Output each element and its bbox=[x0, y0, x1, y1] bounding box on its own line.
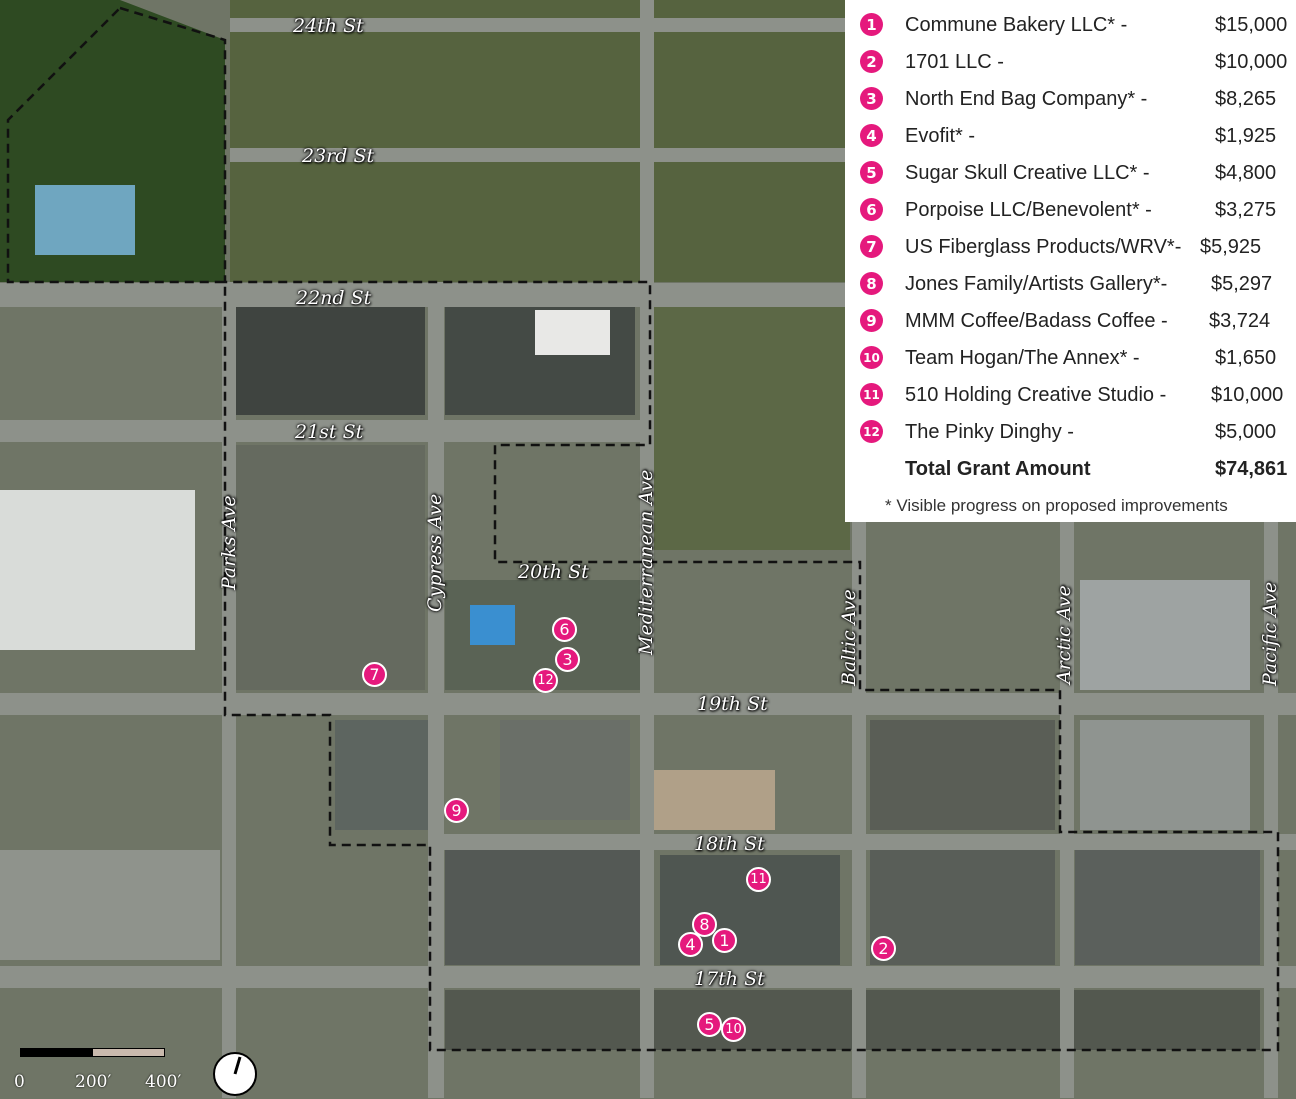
map-marker-7[interactable]: 7 bbox=[362, 662, 387, 687]
street-label-18th-st: 18th St bbox=[694, 833, 765, 855]
legend-row-3: 3 North End Bag Company* - $8,265 bbox=[845, 83, 1296, 117]
legend-grant-amount: $5,297 bbox=[1211, 273, 1273, 295]
north-arrow-icon bbox=[213, 1052, 257, 1096]
scale-label-200: 200′ bbox=[75, 1072, 112, 1092]
street-label-17th-st: 17th St bbox=[694, 968, 765, 990]
legend-number-badge: 10 bbox=[860, 346, 883, 369]
total-label: Total Grant Amount bbox=[905, 458, 1091, 480]
legend-business-name: 1701 LLC - bbox=[905, 51, 1004, 73]
grant-legend: 1 Commune Bakery LLC* - $15,000 2 1701 LLC … bbox=[845, 0, 1296, 522]
street-label-21st-st: 21st St bbox=[295, 421, 364, 443]
legend-grant-amount: $5,000 bbox=[1215, 421, 1277, 443]
map-marker-12[interactable]: 12 bbox=[533, 668, 558, 693]
map-marker-9[interactable]: 9 bbox=[444, 798, 469, 823]
legend-row-9: 9 MMM Coffee/Badass Coffee - $3,724 bbox=[845, 305, 1296, 339]
legend-business-name: Sugar Skull Creative LLC* - bbox=[905, 162, 1150, 184]
map-marker-4[interactable]: 4 bbox=[678, 932, 703, 957]
legend-number-badge: 7 bbox=[860, 235, 883, 258]
map-marker-5[interactable]: 5 bbox=[697, 1012, 722, 1037]
legend-number-badge: 2 bbox=[860, 50, 883, 73]
scale-segment-black bbox=[20, 1048, 93, 1057]
legend-number-badge: 3 bbox=[860, 87, 883, 110]
legend-row-8: 8 Jones Family/Artists Gallery*- $5,297 bbox=[845, 268, 1296, 302]
legend-business-name: Commune Bakery LLC* - bbox=[905, 14, 1128, 36]
legend-grant-amount: $10,000 bbox=[1211, 384, 1284, 406]
legend-business-name: Evofit* - bbox=[905, 125, 976, 147]
map-marker-1[interactable]: 1 bbox=[712, 928, 737, 953]
legend-grant-amount: $10,000 bbox=[1215, 51, 1288, 73]
legend-grant-amount: $3,724 bbox=[1209, 310, 1271, 332]
legend-row-1: 1 Commune Bakery LLC* - $15,000 bbox=[845, 9, 1296, 43]
footnote: * Visible progress on proposed improveme… bbox=[885, 496, 1228, 515]
street-label-parks-ave: Parks Ave bbox=[218, 495, 240, 590]
legend-grant-amount: $4,800 bbox=[1215, 162, 1277, 184]
legend-number-badge: 11 bbox=[860, 383, 883, 406]
legend-row-4: 4 Evofit* - $1,925 bbox=[845, 120, 1296, 154]
legend-row-10: 10 Team Hogan/The Annex* - $1,650 bbox=[845, 342, 1296, 376]
legend-business-name: Team Hogan/The Annex* - bbox=[905, 347, 1140, 369]
legend-grant-amount: $5,925 bbox=[1200, 236, 1262, 258]
legend-business-name: Porpoise LLC/Benevolent* - bbox=[905, 199, 1152, 221]
legend-business-name: The Pinky Dinghy - bbox=[905, 421, 1074, 443]
legend-number-badge: 5 bbox=[860, 161, 883, 184]
legend-business-name: MMM Coffee/Badass Coffee - bbox=[905, 310, 1168, 332]
map-marker-10[interactable]: 10 bbox=[721, 1017, 746, 1042]
street-label-baltic-ave: Baltic Ave bbox=[838, 589, 860, 686]
legend-grant-amount: $3,275 bbox=[1215, 199, 1277, 221]
total-amount: $74,861 bbox=[1215, 458, 1288, 480]
scale-label-zero: 0 bbox=[14, 1072, 25, 1092]
legend-grant-amount: $8,265 bbox=[1215, 88, 1277, 110]
legend-number-badge: 12 bbox=[860, 420, 883, 443]
scale-segment-outline bbox=[20, 1048, 165, 1057]
legend-row-2: 2 1701 LLC - $10,000 bbox=[845, 46, 1296, 80]
legend-grant-amount: $1,925 bbox=[1215, 125, 1277, 147]
street-label-23rd-st: 23rd St bbox=[302, 145, 375, 167]
map-marker-11[interactable]: 11 bbox=[746, 867, 771, 892]
legend-row-5: 5 Sugar Skull Creative LLC* - $4,800 bbox=[845, 157, 1296, 191]
map-marker-6[interactable]: 6 bbox=[552, 617, 577, 642]
legend-row-11: 11 510 Holding Creative Studio - $10,000 bbox=[845, 379, 1296, 413]
legend-row-6: 6 Porpoise LLC/Benevolent* - $3,275 bbox=[845, 194, 1296, 228]
map-marker-2[interactable]: 2 bbox=[871, 936, 896, 961]
legend-row-12: 12 The Pinky Dinghy - $5,000 bbox=[845, 416, 1296, 450]
legend-row-7: 7 US Fiberglass Products/WRV*- $5,925 bbox=[845, 231, 1296, 265]
legend-number-badge: 1 bbox=[860, 13, 883, 36]
street-label-24th-st: 24th St bbox=[293, 15, 364, 37]
legend-number-badge: 9 bbox=[860, 309, 883, 332]
map-marker-8[interactable]: 8 bbox=[692, 912, 717, 937]
street-label-20th-st: 20th St bbox=[518, 561, 589, 583]
legend-business-name: US Fiberglass Products/WRV*- bbox=[905, 236, 1182, 258]
street-label-19th-st: 19th St bbox=[697, 693, 768, 715]
street-label-arctic-ave: Arctic Ave bbox=[1053, 585, 1075, 684]
legend-grant-amount: $1,650 bbox=[1215, 347, 1277, 369]
legend-total-row: Total Grant Amount $74,861 bbox=[845, 453, 1296, 487]
street-label-mediterranean-ave: Mediterranean Ave bbox=[635, 469, 657, 655]
legend-grant-amount: $15,000 bbox=[1215, 14, 1288, 36]
legend-number-badge: 6 bbox=[860, 198, 883, 221]
legend-business-name: Jones Family/Artists Gallery*- bbox=[905, 273, 1168, 295]
scale-label-400: 400′ bbox=[145, 1072, 182, 1092]
legend-number-badge: 8 bbox=[860, 272, 883, 295]
map-marker-3[interactable]: 3 bbox=[555, 647, 580, 672]
legend-number-badge: 4 bbox=[860, 124, 883, 147]
street-label-cypress-ave: Cypress Ave bbox=[424, 493, 446, 612]
street-label-22nd-st: 22nd St bbox=[296, 287, 372, 309]
legend-business-name: North End Bag Company* - bbox=[905, 88, 1148, 110]
scale-segment-light bbox=[93, 1048, 165, 1057]
legend-business-name: 510 Holding Creative Studio - bbox=[905, 384, 1167, 406]
street-label-pacific-ave: Pacific Ave bbox=[1259, 581, 1281, 686]
